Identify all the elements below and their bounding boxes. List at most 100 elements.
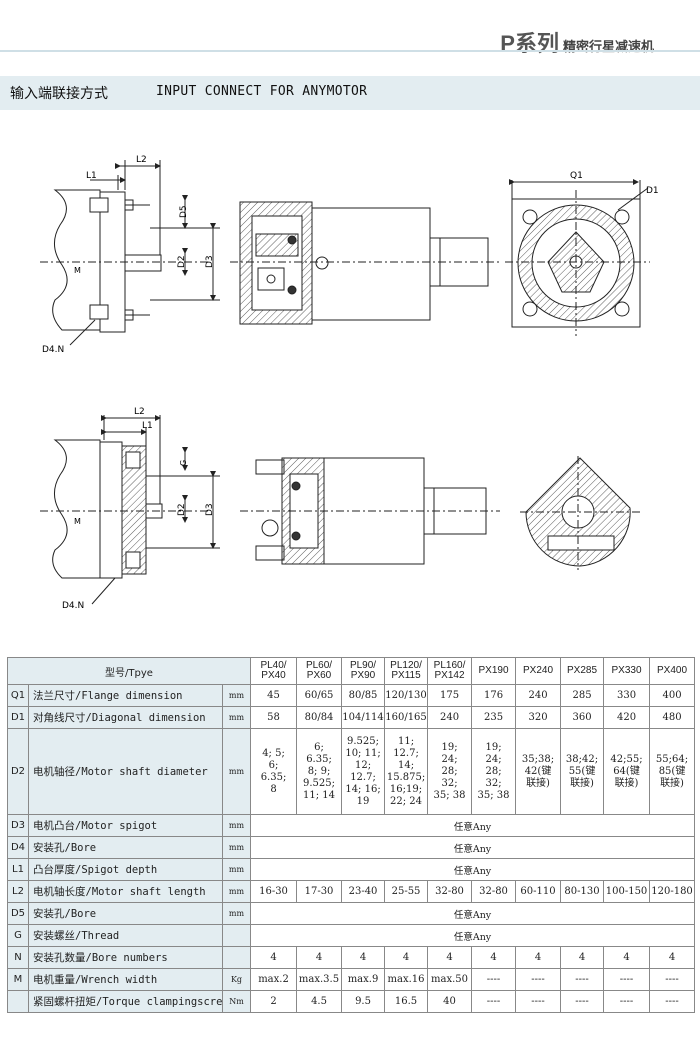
label-q1: Q1 [570,171,583,181]
table-row: Q1 法兰尺寸/Flange dimension mm 45 60/65 80/… [7,684,696,707]
table-cell: 16-30 [250,880,298,903]
table-cell: 285 [560,684,605,707]
table-cell: 120/130 [384,684,429,707]
table-cell: 25-55 [384,880,429,903]
row-name: 对角线尺寸/Diagonal dimension [28,706,223,729]
brand-header: P系列精密行星减速机 [500,26,654,58]
label-d1: D1 [646,186,659,196]
row-name: 电机凸台/Motor spigot [28,814,223,837]
table-cell: ---- [560,990,605,1013]
row-unit [221,946,252,969]
shaft-section-view [520,456,640,570]
table-cell: 17-30 [296,880,343,903]
table-cell: 120-180 [649,880,696,903]
table-cell: 4 [341,946,386,969]
table-cell: max.16 [384,968,429,991]
table-header-row: 型号/Tpye PL40/ PX40 PL60/ PX60 PL90/ PX90… [6,657,696,685]
row-name: 安装孔/Bore [28,836,223,859]
model-header: PX400 [649,657,696,685]
spec-table: 型号/Tpye PL40/ PX40 PL60/ PX60 PL90/ PX90… [6,657,696,1013]
model-header: PL160/ PX142 [427,657,473,685]
table-cell: 40 [427,990,473,1013]
label-l1-top: L1 [86,171,97,181]
table-row: D4 安装孔/Bore mm 任意Any [7,836,696,859]
row-name: 电机轴径/Motor shaft diameter [28,728,223,815]
table-row: D3 电机凸台/Motor spigot mm 任意Any [7,814,696,837]
table-cell: 4; 5; 6; 6.35; 8 [250,728,298,815]
table-cell: 360 [560,706,605,729]
table-cell: 80/85 [341,684,386,707]
table-cell-any: 任意Any [250,814,696,837]
table-title: 型号/Tpye [6,657,252,685]
row-unit: mm [221,814,252,837]
model-header: PL90/ PX90 [341,657,386,685]
model-header: PX190 [471,657,517,685]
label-d2-bottom: D2 [177,503,187,516]
table-cell-any: 任意Any [250,902,696,925]
table-row: G 安装螺丝/Thread 任意Any [7,924,696,947]
row-unit: Kg [221,968,252,991]
label-d4n-bottom: D4.N [62,601,84,611]
row-unit: mm [221,902,252,925]
table-cell: 11; 12.7; 14; 15.875; 16;19; 22; 24 [384,728,429,815]
table-cell: 55;64; 85(键 联接) [649,728,696,815]
row-symbol: M [7,968,29,991]
table-cell: ---- [603,990,651,1013]
row-symbol: D3 [7,814,29,837]
table-cell: 42;55; 64(键 联接) [603,728,651,815]
table-cell: ---- [471,968,517,991]
table-cell: 320 [515,706,562,729]
motor-flange-view-1 [40,160,220,346]
table-cell: 4 [471,946,517,969]
table-cell: max.50 [427,968,473,991]
table-cell: 400 [649,684,696,707]
row-unit: mm [221,706,252,729]
table-cell: 4 [560,946,605,969]
label-g: G [179,460,188,466]
table-cell: 32-80 [427,880,473,903]
row-unit: mm [221,728,252,815]
table-cell: 420 [603,706,651,729]
row-name: 电机轴长度/Motor shaft length [28,880,223,903]
table-cell: 32-80 [471,880,517,903]
label-d2-top: D2 [177,255,187,268]
table-cell: ---- [515,968,562,991]
model-header: PL60/ PX60 [296,657,343,685]
table-cell: 4 [649,946,696,969]
row-unit [221,924,252,947]
table-cell: 480 [649,706,696,729]
row-symbol: D4 [7,836,29,859]
reducer-section-view-2 [240,457,500,565]
table-cell: 35;38; 42(键 联接) [515,728,562,815]
table-cell: 4 [603,946,651,969]
table-row: N 安装孔数量/Bore numbers 4 4 4 4 4 4 4 4 4 4 [7,946,696,969]
model-header: PL40/ PX40 [250,657,298,685]
row-name: 紧固螺杆扭矩/Torque clampingscrew [28,990,223,1013]
table-cell: 4 [296,946,343,969]
table-cell: ---- [649,968,696,991]
table-row: D5 安装孔/Bore mm 任意Any [7,902,696,925]
table-row: M 电机重量/Wrench width Kg max.2 max.3.5 max… [7,968,696,991]
table-cell: 4 [427,946,473,969]
table-cell: max.3.5 [296,968,343,991]
table-cell: 240 [427,706,473,729]
row-unit: mm [221,858,252,881]
table-cell-any: 任意Any [250,836,696,859]
section-title-bar: 输入端联接方式 INPUT CONNECT FOR ANYMOTOR [0,76,700,110]
table-cell: 235 [471,706,517,729]
table-cell: 58 [250,706,298,729]
table-cell: 45 [250,684,298,707]
row-unit: mm [221,836,252,859]
table-cell: ---- [649,990,696,1013]
row-symbol: D2 [7,728,29,815]
table-cell: 60-110 [515,880,562,903]
row-symbol: D5 [7,902,29,925]
table-cell: 2 [250,990,298,1013]
table-cell: 80/84 [296,706,343,729]
label-d3-top: D3 [205,255,215,268]
table-cell: 240 [515,684,562,707]
label-m-top: M [74,266,81,275]
model-header: PX240 [515,657,562,685]
table-cell: 176 [471,684,517,707]
row-symbol: L2 [7,880,29,903]
